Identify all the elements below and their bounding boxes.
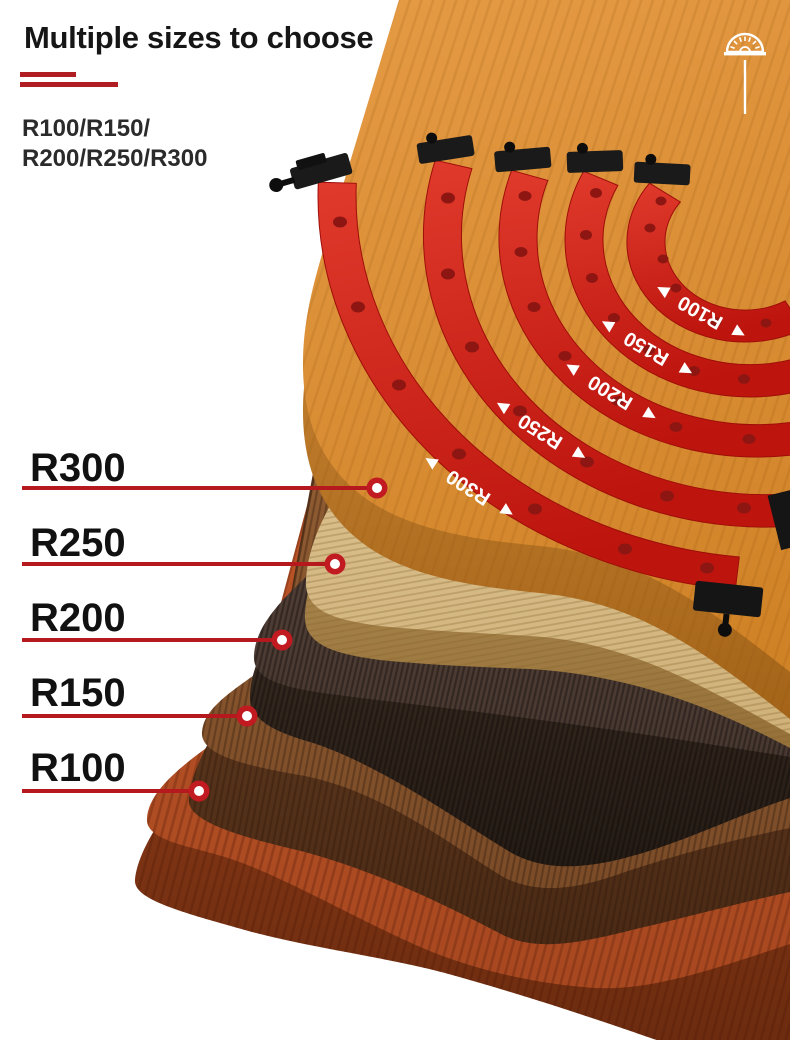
callout-label-r250: R250: [30, 521, 126, 565]
callout-r150: [22, 705, 258, 727]
clamp-edge: [767, 489, 790, 551]
callout-r300: [22, 477, 388, 499]
sizes-subtitle: R100/R150/ R200/R250/R300: [22, 114, 207, 174]
callout-r200: [22, 629, 293, 651]
callout-label-r150: R150: [30, 671, 126, 715]
page-title: Multiple sizes to choose: [24, 20, 374, 55]
sizes-line-1: R100/R150/: [22, 115, 151, 142]
template-r150: [564, 170, 790, 398]
clamp-r300: [269, 152, 353, 193]
clamp-r300-end: [693, 580, 764, 637]
title-underline-long: [20, 82, 118, 87]
clamp-r250: [416, 132, 475, 164]
template-holes: [333, 188, 772, 574]
callout-label-r200: R200: [30, 596, 126, 640]
callout-label-r100: R100: [30, 746, 126, 790]
callout-r100: [22, 780, 210, 802]
clamp-r100: [633, 153, 691, 186]
template-r250: [423, 159, 790, 528]
sizes-line-2: R200/R250/R300: [22, 145, 208, 173]
callout-label-r300: R300: [30, 446, 126, 490]
callout-r250: [22, 553, 346, 575]
callout-lines: [22, 477, 388, 802]
clamp-r200: [494, 141, 552, 173]
template-clamps: [269, 132, 790, 637]
clamp-r150: [566, 142, 624, 173]
protractor-icon: [724, 32, 766, 114]
title-underline-short: [20, 72, 76, 77]
template-r200: [498, 169, 790, 458]
